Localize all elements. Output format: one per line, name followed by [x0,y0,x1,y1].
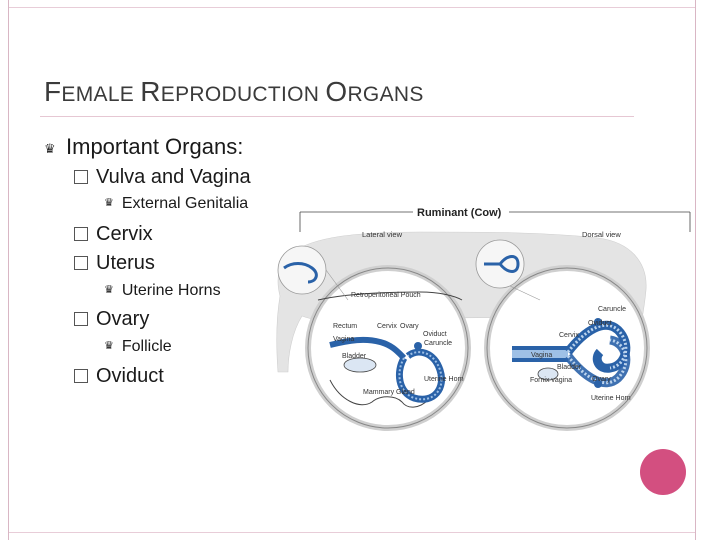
decorative-pink-circle [640,449,686,495]
figure-title: Ruminant (Cow) [417,207,502,219]
frame-line-right [695,0,696,540]
label-right-oviduct: Oviduct [588,320,612,327]
label-right-fornix: Fornix vagina [530,377,572,384]
bullet-icon: ♛ [44,141,56,156]
label-right-uterine-horn: Uterine Horn [591,395,631,402]
bullet-uterine-horns: ♛Uterine Horns [104,282,221,299]
cow-reproductive-figure: Retroperitoneal Pouch Rectum Cervix Ovar… [276,211,691,431]
label-right-vagina: Vagina [531,352,552,359]
title-underline [40,116,634,117]
bullet-external-genitalia: ♛External Genitalia [104,195,249,212]
label-cervix: Cervix [377,323,397,330]
bullet-oviduct: Oviduct [74,365,164,388]
lateral-view-label: Lateral view [362,230,403,239]
label-uterine-horn: Uterine Horn [424,376,464,383]
square-bullet-icon [74,170,88,184]
label-right-ovary: Ovary [592,376,611,383]
dorsal-view-label: Dorsal view [582,230,621,239]
crown-bullet-icon: ♛ [104,284,114,296]
frame-line-left [8,0,9,540]
label-right-cervix: Cervix [559,332,579,339]
square-bullet-icon [74,369,88,383]
bullet-vulva-vagina: Vulva and Vagina [74,166,251,189]
bullet-uterus: Uterus [74,252,155,275]
square-bullet-icon [74,256,88,270]
bullet-important-organs: Important Organs: [66,134,244,159]
crown-bullet-icon: ♛ [104,340,114,352]
label-rectum: Rectum [333,323,357,330]
label-right-bladder: Bladder [557,364,582,371]
label-ovary: Ovary [400,323,419,330]
label-bladder: Bladder [342,353,367,360]
square-bullet-icon [74,227,88,241]
square-bullet-icon [74,312,88,326]
slide-title: FEMALE REPRODUCTION ORGANS [44,76,424,107]
frame-line-top [9,7,695,8]
frame-line-bottom [9,532,695,533]
label-retroperitoneal: Retroperitoneal Pouch [351,292,421,299]
label-mammary: Mammary Gland [363,389,415,396]
label-right-caruncle: Caruncle [598,306,626,313]
label-oviduct: Oviduct [423,331,447,338]
label-caruncle: Caruncle [424,340,452,347]
bullet-follicle: ♛Follicle [104,338,172,355]
label-vagina: Vagina [333,336,354,343]
bullet-cervix: Cervix [74,223,153,246]
crown-bullet-icon: ♛ [104,197,114,209]
bullet-ovary: Ovary [74,308,149,331]
